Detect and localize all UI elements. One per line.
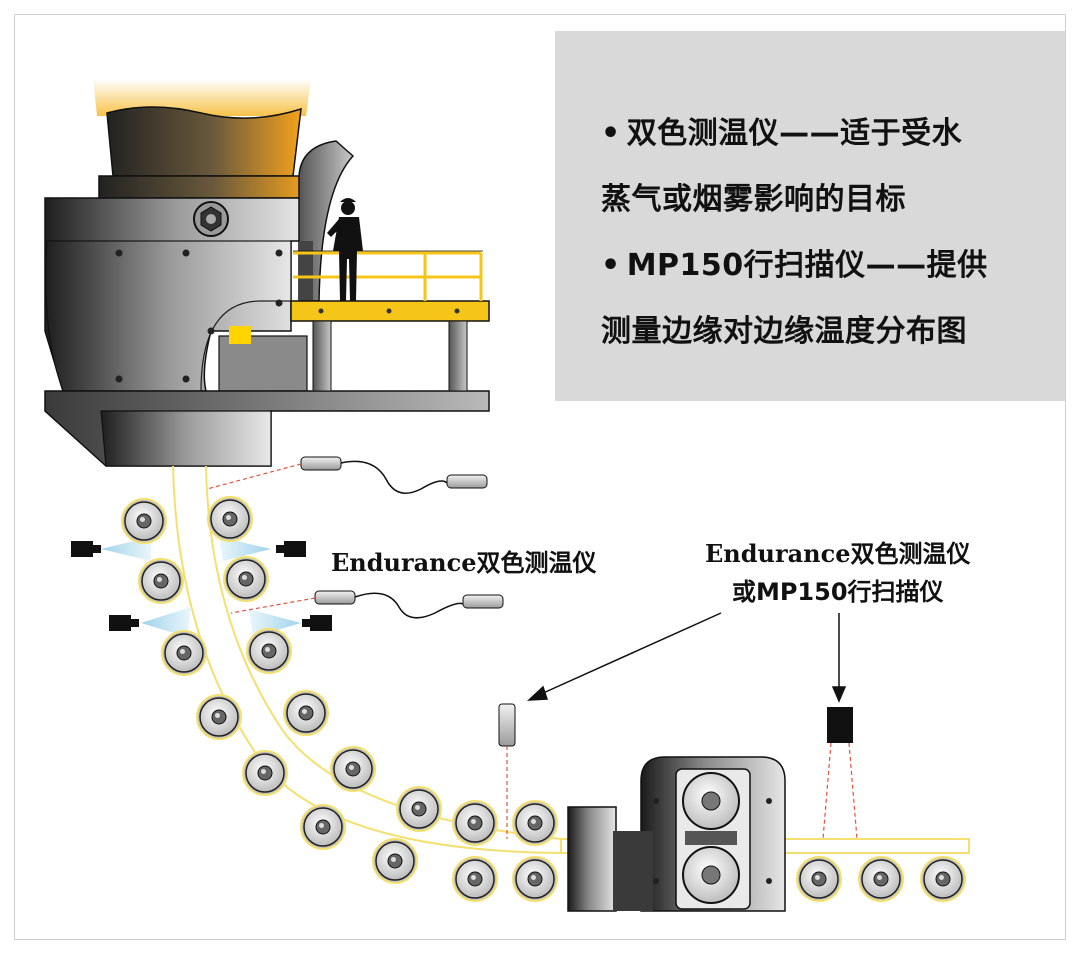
- roller-icon: [396, 786, 442, 832]
- roller-icon: [121, 498, 167, 544]
- scanner-icon: [822, 707, 858, 840]
- label-line: Endurance双色测温仪: [705, 535, 971, 573]
- roller-icon: [207, 496, 253, 542]
- roller-icon: [223, 556, 269, 602]
- label-endurance-left: Endurance双色测温仪: [331, 543, 597, 578]
- roller-icon: [283, 690, 329, 736]
- roller-icon: [242, 750, 288, 796]
- info-line: 蒸气或烟雾影响的目标: [601, 167, 1065, 233]
- roller-icon: [512, 856, 558, 902]
- roller-icon: [330, 746, 376, 792]
- info-text: 测量边缘对边缘温度分布图: [601, 314, 967, 349]
- roller-icon: [512, 800, 558, 846]
- spray-nozzle-icon: [71, 541, 332, 631]
- info-text: MP150行扫描仪——提供: [626, 248, 988, 283]
- sensor-icon: [230, 590, 504, 619]
- roller-icon: [196, 694, 242, 740]
- ladle-shroud: [106, 106, 302, 177]
- info-text: 蒸气或烟雾影响的目标: [601, 182, 906, 217]
- label-text: 双色测温仪: [476, 549, 597, 577]
- operator-platform: [290, 250, 490, 392]
- sensor-icon: [498, 703, 516, 839]
- bullet: •: [601, 248, 621, 283]
- info-line: 测量边缘对边缘温度分布图: [601, 299, 1065, 365]
- brand-text: Endurance: [331, 548, 477, 577]
- roller-icon: [161, 630, 207, 676]
- label-text: 或MP150行扫描仪: [731, 578, 944, 606]
- info-text: 双色测温仪——适于受水: [626, 116, 963, 151]
- steel-strand: [172, 465, 969, 854]
- diagram-frame: •双色测温仪——适于受水 蒸气或烟雾影响的目标 •MP150行扫描仪——提供 测…: [14, 14, 1066, 940]
- roller-icon: [452, 856, 498, 902]
- roller-icon: [452, 800, 498, 846]
- roller-icon: [300, 804, 346, 850]
- label-endurance-right: Endurance双色测温仪 或MP150行扫描仪: [705, 535, 971, 611]
- roller-icon: [796, 856, 842, 902]
- worker-icon: [327, 198, 363, 301]
- pinch-roll-stand: [567, 756, 786, 912]
- bullet: •: [601, 116, 621, 151]
- info-panel: •双色测温仪——适于受水 蒸气或烟雾影响的目标 •MP150行扫描仪——提供 测…: [555, 31, 1065, 401]
- spray-zone: [71, 537, 332, 637]
- sensor-icon: [206, 456, 488, 494]
- info-line: •双色测温仪——适于受水: [601, 101, 1065, 167]
- info-line: •MP150行扫描仪——提供: [601, 233, 1065, 299]
- mold-assembly: [44, 79, 490, 467]
- roller-icon: [920, 856, 966, 902]
- roller-icon: [858, 856, 904, 902]
- label-text: 双色测温仪: [850, 540, 971, 568]
- roller-set: [121, 496, 966, 902]
- caster-diagram: [44, 79, 970, 912]
- pointer-arrows: [526, 612, 847, 703]
- roller-icon: [246, 628, 292, 674]
- roller-icon: [372, 838, 418, 884]
- brand-text: Endurance: [705, 539, 851, 568]
- roller-icon: [138, 558, 184, 604]
